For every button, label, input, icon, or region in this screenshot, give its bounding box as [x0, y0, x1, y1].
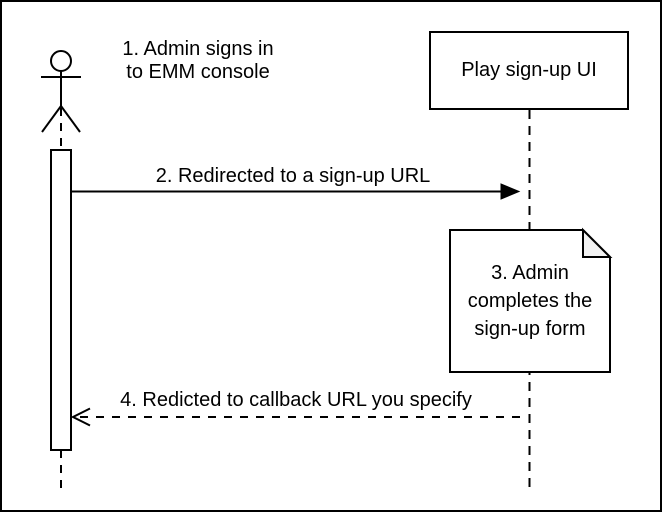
note-body	[449, 229, 611, 373]
actor-caption: 1. Admin signs in to EMM console	[85, 38, 311, 84]
message-4-label: 4. Redicted to callback URL you specify	[120, 389, 472, 411]
actor-leg-right	[60, 105, 81, 133]
actor-caption-line1: 1. Admin signs in	[122, 38, 274, 60]
note-shape	[449, 227, 613, 373]
note-text-line2: completes the	[467, 290, 593, 312]
message-2-arrow	[72, 183, 521, 200]
participant-label: Play sign-up UI	[461, 59, 597, 81]
actor-caption-line2: to EMM console	[126, 61, 270, 83]
note-fold-icon	[582, 227, 613, 258]
actor-icon	[41, 50, 81, 133]
message-2-label: 2. Redirected to a sign-up URL	[155, 165, 431, 187]
actor-head	[50, 50, 72, 72]
message-2-arrowhead-icon	[500, 183, 521, 200]
participant-play-signup-ui: Play sign-up UI	[429, 31, 629, 110]
message-4-arrow	[70, 407, 520, 427]
note-text: 3. Admin completes the sign-up form	[450, 230, 610, 372]
note-text-line3: sign-up form	[474, 318, 586, 340]
activation-bar	[50, 149, 72, 451]
actor-leg-left	[41, 105, 62, 133]
message-4-arrowhead-icon	[70, 407, 91, 427]
note-text-line1: 3. Admin	[491, 262, 569, 284]
